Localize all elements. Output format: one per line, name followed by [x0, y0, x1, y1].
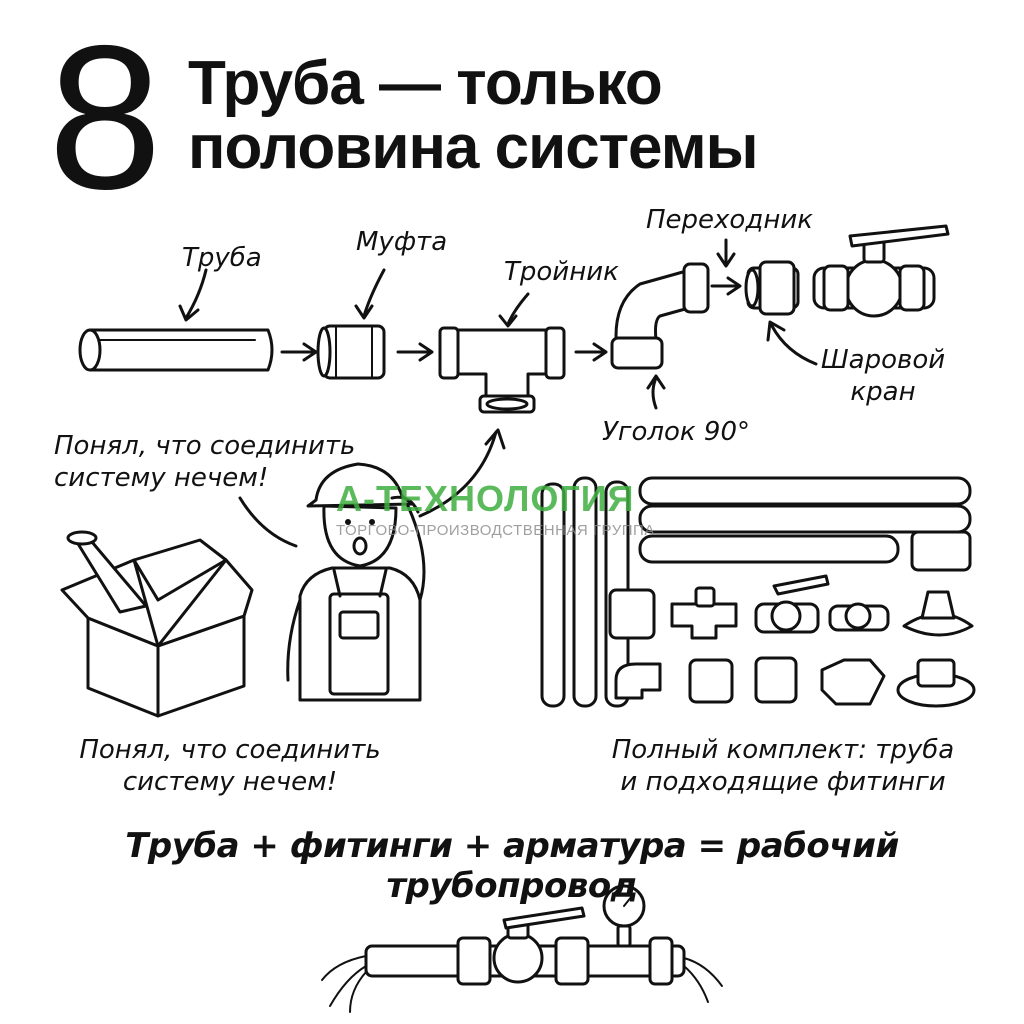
label-pipe: Труба	[182, 243, 262, 273]
label-coupling: Муфта	[356, 227, 448, 257]
arrow-pipe-label	[178, 268, 208, 322]
title-line-1: Труба — только	[188, 49, 663, 118]
worker-speech-line1: Понял, что соединить	[54, 431, 356, 461]
arrow-coupling-label	[354, 268, 386, 320]
coupling-drawing	[316, 324, 386, 380]
label-elbow: Уголок 90°	[602, 417, 750, 447]
watermark-brand: А-ТЕХНОЛОГИЯ	[336, 478, 635, 519]
section-number: 8	[48, 3, 162, 232]
kit-caption-line2: и подходящие фитинги	[620, 767, 946, 797]
speech-pointer	[238, 496, 298, 548]
arrow-tee-label	[498, 292, 530, 328]
arrow-valve-label	[766, 320, 818, 366]
arrow-tee-elbow	[574, 342, 608, 362]
worker-speech: Понял, что соединить систему нечем!	[54, 430, 355, 494]
title-line-2: половина системы	[188, 113, 759, 182]
kit-fittings-row1	[608, 574, 974, 640]
arrow-elbow-adapter	[710, 276, 742, 296]
tee-drawing	[438, 326, 566, 414]
page-title: Труба — только половина системы	[188, 49, 759, 182]
watermark: А-ТЕХНОЛОГИЯ ТОРГОВО-ПРОИЗВОДСТВЕННАЯ ГР…	[336, 478, 696, 539]
box-caption: Понял, что соединить систему нечем!	[60, 734, 400, 798]
label-adapter: Переходник	[646, 205, 813, 235]
watermark-tagline: ТОРГОВО-ПРОИЗВОДСТВЕННАЯ ГРУППА	[336, 522, 655, 539]
arrow-elbow-label	[646, 374, 666, 410]
worker-drawing	[286, 462, 426, 702]
elbow-drawing	[610, 262, 710, 370]
pipeline-drawing	[321, 884, 723, 1013]
box-drawing	[60, 530, 254, 718]
arrow-pipe-coupling	[280, 342, 318, 362]
label-ball-valve-line1: Шаровой	[820, 345, 946, 375]
arrow-worker-tee	[418, 428, 506, 518]
adapter-drawing	[744, 260, 800, 316]
ball-valve-drawing	[812, 224, 950, 318]
kit-fittings-row2	[614, 656, 976, 708]
box-caption-line1: Понял, что соединить	[79, 735, 381, 765]
formula-text: Труба + фитинги + арматура = рабочий тру…	[125, 826, 899, 906]
pipe-drawing	[78, 328, 274, 372]
label-ball-valve: Шаровой кран	[818, 344, 948, 408]
arrow-adapter-label	[716, 238, 736, 268]
kit-caption-line1: Полный комплект: труба	[611, 735, 955, 765]
label-ball-valve-line2: кран	[850, 377, 916, 407]
label-tee: Тройник	[504, 257, 619, 287]
kit-caption: Полный комплект: труба и подходящие фити…	[588, 734, 978, 798]
box-caption-line2: систему нечем!	[122, 767, 338, 797]
arrow-coupling-tee	[396, 342, 434, 362]
worker-speech-line2: систему нечем!	[54, 463, 269, 493]
